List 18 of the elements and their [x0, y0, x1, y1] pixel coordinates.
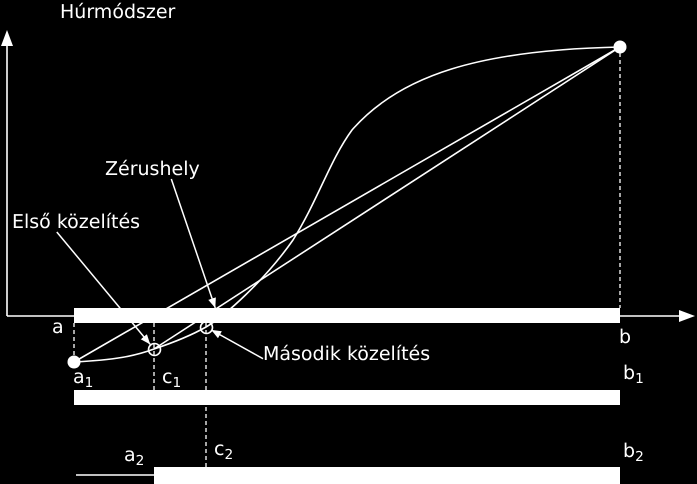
leader-arrow: [56, 232, 151, 345]
interval-bar: [154, 467, 620, 484]
point-label: c$_{1}$: [162, 368, 182, 387]
callout-text: Első közelítés: [12, 213, 140, 232]
point-label: a$_{1}$: [73, 368, 94, 387]
point-label: a: [52, 318, 64, 337]
point-label: b$_{1}$: [623, 364, 644, 383]
point-label: c$_{2}$: [214, 440, 234, 459]
leader-arrow: [170, 178, 216, 308]
approximation-point-icon: [146, 342, 162, 356]
point-label: a$_{2}$: [124, 446, 144, 465]
point-label: b: [619, 328, 632, 347]
diagram-title: Húrmódszer: [60, 3, 176, 22]
leader-arrow: [210, 329, 264, 360]
interval-bar: [74, 390, 620, 405]
callout-text: Második közelítés: [263, 345, 430, 364]
point-label: b$_{2}$: [623, 442, 644, 461]
callout-text: Zérushely: [105, 160, 200, 179]
